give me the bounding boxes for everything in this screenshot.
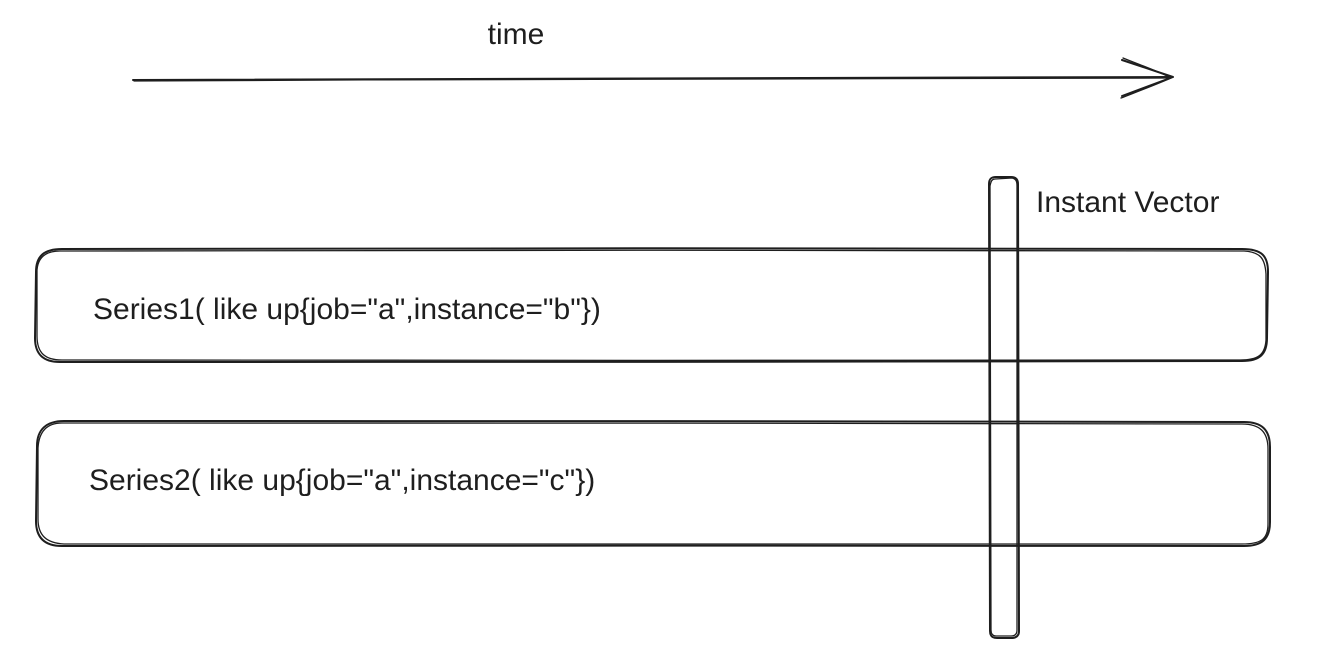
instant-vector-slice	[988, 176, 1020, 639]
series-2-label: Series2( like up{job="a",instance="c"})	[89, 464, 595, 497]
series-2-box	[35, 420, 1271, 547]
instant-vector-label: Instant Vector	[1036, 186, 1219, 219]
series-1-label: Series1( like up{job="a",instance="b"})	[93, 293, 601, 326]
time-arrow	[132, 57, 1174, 99]
time-label: time	[488, 18, 545, 51]
series-1-box	[34, 247, 1269, 363]
